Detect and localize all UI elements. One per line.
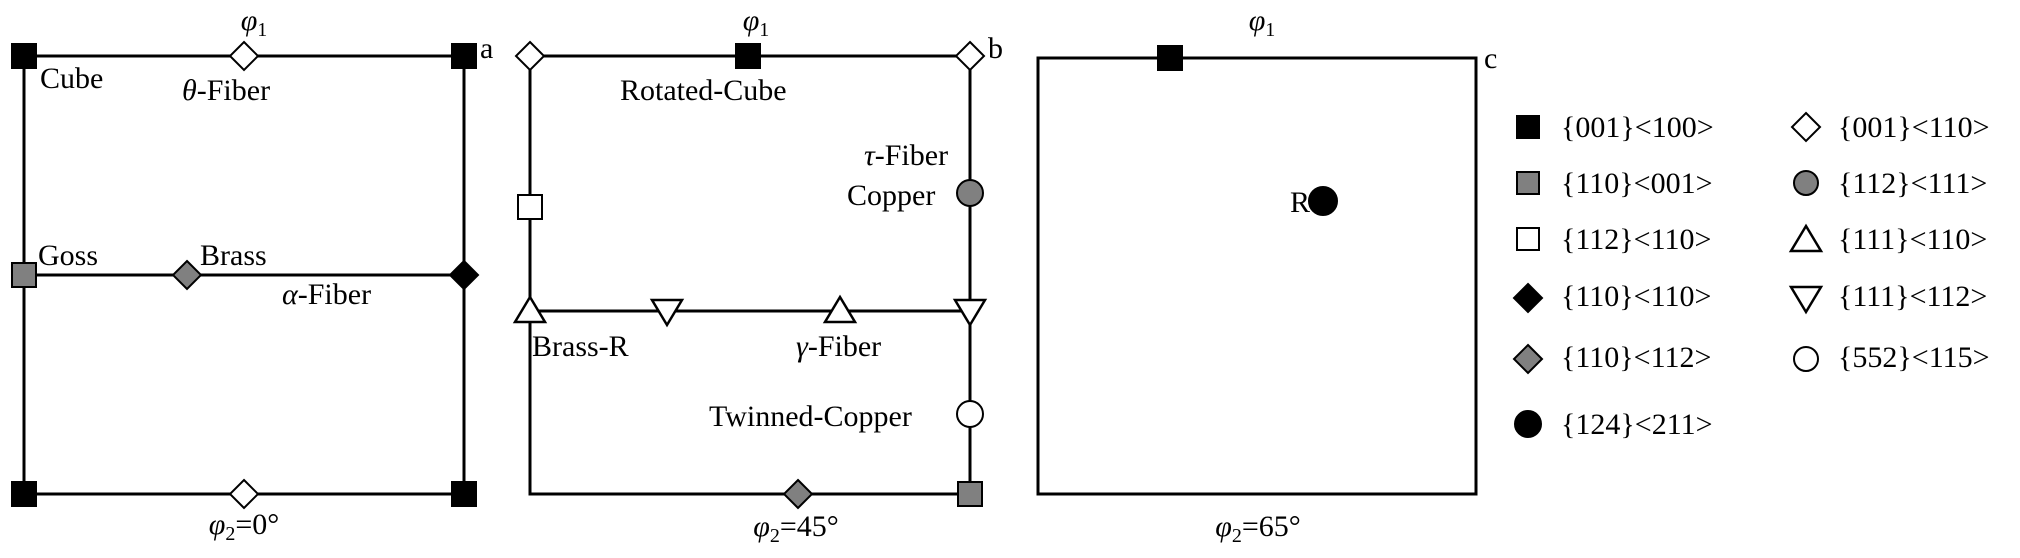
black-square-icon — [1516, 115, 1540, 139]
gray-circle-icon — [1793, 170, 1819, 196]
white-diamond-icon — [1790, 111, 1822, 143]
cube-marker-bottom-left — [11, 481, 37, 507]
legend-label: {111}<110> — [1838, 223, 1987, 256]
legend-item-001-100: {001}<100> — [1516, 111, 1714, 144]
legend-label: {124}<211> — [1561, 408, 1713, 441]
panel-a-phi1-label: φ1 — [241, 4, 268, 41]
legend-label: {112}<110> — [1561, 223, 1711, 256]
legend-label: {110}<112> — [1561, 341, 1711, 374]
111-112-marker-right — [952, 298, 988, 328]
panel-b-letter: b — [988, 32, 1003, 65]
cube-label: Cube — [40, 62, 103, 95]
legend-label: {001}<100> — [1561, 111, 1714, 144]
theta-fiber-label: θ-Fiber — [182, 74, 270, 107]
cube-marker-top — [1157, 45, 1183, 71]
cube-marker-top — [735, 43, 761, 69]
copper-label: Copper — [847, 179, 935, 212]
white-triangle-down-icon — [1788, 285, 1824, 315]
white-triangle-up-icon — [1788, 223, 1824, 253]
gray-square-icon — [1516, 171, 1540, 195]
gamma-fiber-label: γ-Fiber — [796, 330, 881, 363]
goss-label: Goss — [38, 239, 98, 272]
legend-item-110-001: {110}<001> — [1516, 167, 1713, 200]
legend-item-124-211: {124}<211> — [1514, 408, 1713, 441]
legend-item-112-111: {112}<111> — [1793, 167, 1987, 200]
panel-b-phi1-label: φ1 — [743, 4, 770, 41]
brass-marker-bottom — [782, 478, 814, 510]
black-circle-icon — [1514, 410, 1542, 438]
twinned-copper-marker — [956, 400, 984, 428]
goss-marker-bottom-right — [957, 481, 983, 507]
rotated-cube-marker-top — [228, 40, 260, 72]
r-marker — [1308, 186, 1338, 216]
r-label: R — [1290, 186, 1310, 219]
copper-marker — [956, 179, 984, 207]
twinned-copper-label: Twinned-Copper — [709, 400, 912, 433]
legend-item-112-110: {112}<110> — [1516, 223, 1711, 256]
legend-item-111-112: {111}<112> — [1788, 280, 1987, 315]
112-110-marker — [517, 194, 543, 220]
rotated-cube-label: Rotated-Cube — [620, 74, 787, 107]
legend-label: {111}<112> — [1838, 280, 1987, 313]
legend-item-001-110: {001}<110> — [1790, 111, 1990, 144]
white-circle-icon — [1793, 346, 1819, 372]
legend-item-111-110: {111}<110> — [1788, 223, 1987, 256]
panel-c-phi1-label: φ1 — [1249, 4, 1276, 41]
legend-label: {110}<110> — [1561, 280, 1711, 313]
tau-fiber-label: τ-Fiber — [864, 139, 948, 172]
gray-diamond-icon — [1512, 343, 1544, 375]
alpha-fiber-label: α-Fiber — [282, 278, 371, 311]
panel-a: φ1 a Cube θ-Fiber Goss Brass α-Fiber φ2=… — [11, 4, 493, 545]
rotated-goss-marker — [448, 259, 480, 291]
legend-label: {112}<111> — [1838, 167, 1987, 200]
brass-r-label: Brass-R — [532, 330, 629, 363]
legend-item-552-115: {552}<115> — [1793, 341, 1990, 374]
panel-a-phi2-label: φ2=0° — [209, 508, 280, 545]
panel-b-phi2-label: φ2=45° — [753, 510, 839, 547]
legend-item-110-110: {110}<110> — [1512, 280, 1711, 314]
brass-r-marker-left — [512, 294, 548, 324]
brass-label: Brass — [200, 239, 267, 272]
cube-marker-top-right — [451, 43, 477, 69]
panel-c-letter: c — [1484, 42, 1497, 75]
111-112-marker-mid — [649, 298, 685, 328]
legend-label: {110}<001> — [1561, 167, 1713, 200]
panel-c-phi2-label: φ2=65° — [1215, 510, 1301, 547]
legend: {001}<100> {110}<001> {112}<110> {110}<1… — [1512, 111, 1990, 441]
legend-label: {001}<110> — [1838, 111, 1990, 144]
cube-marker-top-left — [11, 43, 37, 69]
111-110-marker-mid — [822, 294, 858, 324]
panel-a-letter: a — [480, 32, 493, 65]
legend-item-110-112: {110}<112> — [1512, 341, 1711, 375]
panel-b: φ1 b Rotated-Cube τ-Fiber Copper Brass-R… — [512, 4, 1003, 547]
white-square-icon — [1516, 227, 1540, 251]
black-diamond-icon — [1512, 282, 1544, 314]
panel-c: φ1 c R φ2=65° — [1036, 4, 1497, 547]
rotated-cube-marker-left — [514, 40, 546, 72]
brass-marker — [171, 259, 203, 291]
goss-marker — [11, 262, 37, 288]
panel-c-frame — [1036, 56, 1478, 496]
legend-label: {552}<115> — [1838, 341, 1990, 374]
rotated-cube-marker-right — [954, 40, 986, 72]
cube-marker-bottom-right — [451, 481, 477, 507]
rotated-cube-marker-bottom — [228, 478, 260, 510]
